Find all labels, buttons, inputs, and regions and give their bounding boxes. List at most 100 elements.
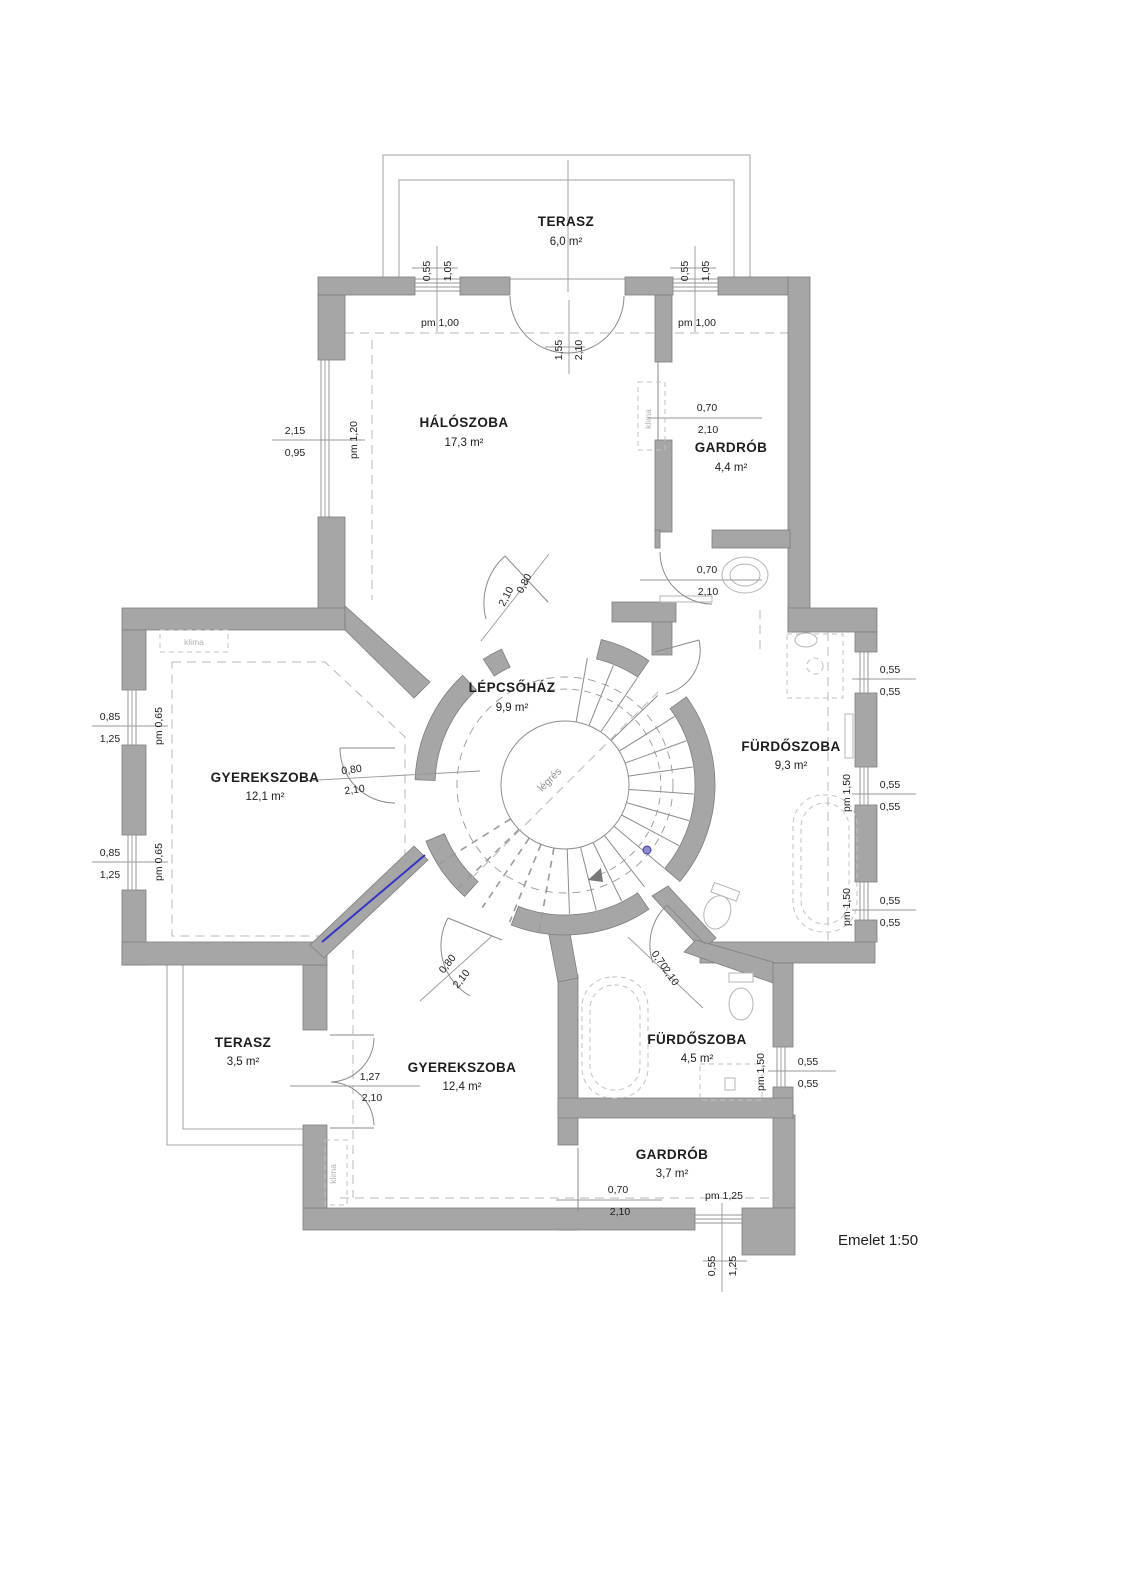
room-area-terasz-bottom: 3,5 m² [227,1056,260,1068]
bathtub-main [792,794,858,933]
dimension-lines [92,246,916,1292]
dim-label: 0,55 [880,779,901,791]
dim-label: 0,55 [880,895,901,907]
room-area-terasz-top: 6,0 m² [550,236,583,248]
dim-label: 2,10 [344,783,366,798]
window [320,359,330,518]
dim-label: 2,10 [610,1206,631,1218]
dim-label: 1,05 [442,261,454,282]
blue-accent-wall-edge [321,854,426,943]
dim-label: 2,15 [285,425,306,437]
dim-label: pm 1,00 [678,317,716,329]
window [672,282,719,292]
dim-label: 2,10 [573,340,585,361]
dim-label: 0,80 [341,763,363,778]
room-area-gardrob-top: 4,4 m² [715,462,748,474]
door-stair-childroom-bottom [440,917,503,997]
fixtures [581,556,858,1101]
room-area-gyerekszoba-bottom: 12,4 m² [443,1081,482,1093]
dim-label: 2,10 [362,1092,383,1104]
corridor-sink [721,556,769,594]
dim-label: 2,10 [496,585,516,609]
dim-label: 1,25 [100,733,121,745]
dimension-labels: 0,55 1,05 pm 1,00 0,55 1,05 pm 1,00 1,55… [100,261,901,1277]
spiral-stair: légrés [439,657,694,931]
dim-label: 0,55 [880,664,901,676]
dim-label: 0,55 [880,801,901,813]
room-name-gardrob-top: GARDRÓB [695,440,768,455]
toilet-main [703,881,741,930]
door-stair-bathroom-small [649,904,706,964]
dim-label: 0,95 [285,447,306,459]
dim-label: pm 0,65 [153,843,165,881]
dim-label: pm 1,50 [841,888,853,926]
dim-label: 1,55 [553,340,565,361]
door-terrace-top-double [509,295,625,354]
room-area-gardrob-bottom: 3,7 m² [656,1168,689,1180]
window [414,282,461,292]
dim-label: 1,25 [100,869,121,881]
dim-label: 0,70 [608,1184,629,1196]
window [127,689,137,746]
dim-label: 0,80 [437,952,459,976]
terrace-top-outline [382,154,751,280]
room-area-furdoszoba-main: 9,3 m² [775,760,808,772]
klima-label: klima [328,1164,338,1184]
room-name-furdoszoba-small: FÜRDŐSZOBA [647,1032,746,1047]
window [694,1214,743,1224]
door-childroom-left [339,747,396,804]
windows [127,282,869,1224]
room-area-haloszoba: 17,3 m² [445,437,484,449]
room-area-furdoszoba-small: 4,5 m² [681,1053,714,1065]
stair-direction-arrow [588,868,603,882]
dim-label: 0,55 [421,261,433,282]
dim-label: 0,55 [880,686,901,698]
towel-radiator [844,713,854,759]
klima-label: klima [643,409,653,429]
klima-units: klima klima klima [159,381,666,1206]
room-name-gyerekszoba-left: GYEREKSZOBA [211,770,320,785]
drawing-title: Emelet 1:50 [838,1232,918,1249]
window [127,834,137,891]
dim-label: 1,05 [700,261,712,282]
dim-label: 0,55 [798,1056,819,1068]
dim-label: 0,55 [706,1256,718,1277]
dim-label: pm 1,50 [841,774,853,812]
bathtub-small [581,976,649,1099]
shower-area [786,632,844,699]
dim-label: 0,85 [100,711,121,723]
dim-label: pm 1,20 [348,421,360,459]
terrace-bottom-outline [166,965,310,1146]
door-bedroom-stair [483,555,549,620]
door-corridor-stair [654,639,701,695]
window [859,651,869,694]
dim-label: 1,27 [360,1071,381,1083]
room-area-gyerekszoba-left: 12,1 m² [246,791,285,803]
window [859,766,869,806]
dim-label: 0,55 [798,1078,819,1090]
vanity-small-bath [699,1063,763,1101]
klima-label: klima [184,637,204,647]
dim-label: pm 1,00 [421,317,459,329]
dim-label: 0,55 [880,917,901,929]
dim-label: pm 1,50 [755,1053,767,1091]
room-name-terasz-bottom: TERASZ [215,1035,271,1050]
dim-label: 0,70 [697,564,718,576]
room-name-gyerekszoba-bottom: GYEREKSZOBA [408,1060,517,1075]
stairwell-ring [414,639,716,936]
room-name-gardrob-bottom: GARDRÓB [636,1147,709,1162]
toilet-small [728,972,754,1021]
dim-label: pm 0,65 [153,707,165,745]
dim-label: 0,55 [679,261,691,282]
room-name-terasz-top: TERASZ [538,214,594,229]
room-area-lepcsohaz: 9,9 m² [496,702,529,714]
door-terrace-bottom-french [330,1034,375,1129]
door-corridor [659,551,713,605]
window [776,1046,786,1088]
dim-label: 2,10 [698,586,719,598]
window [859,881,869,921]
room-name-lepcsohaz: LÉPCSŐHÁZ [469,680,556,695]
room-name-furdoszoba-main: FÜRDŐSZOBA [741,739,840,754]
